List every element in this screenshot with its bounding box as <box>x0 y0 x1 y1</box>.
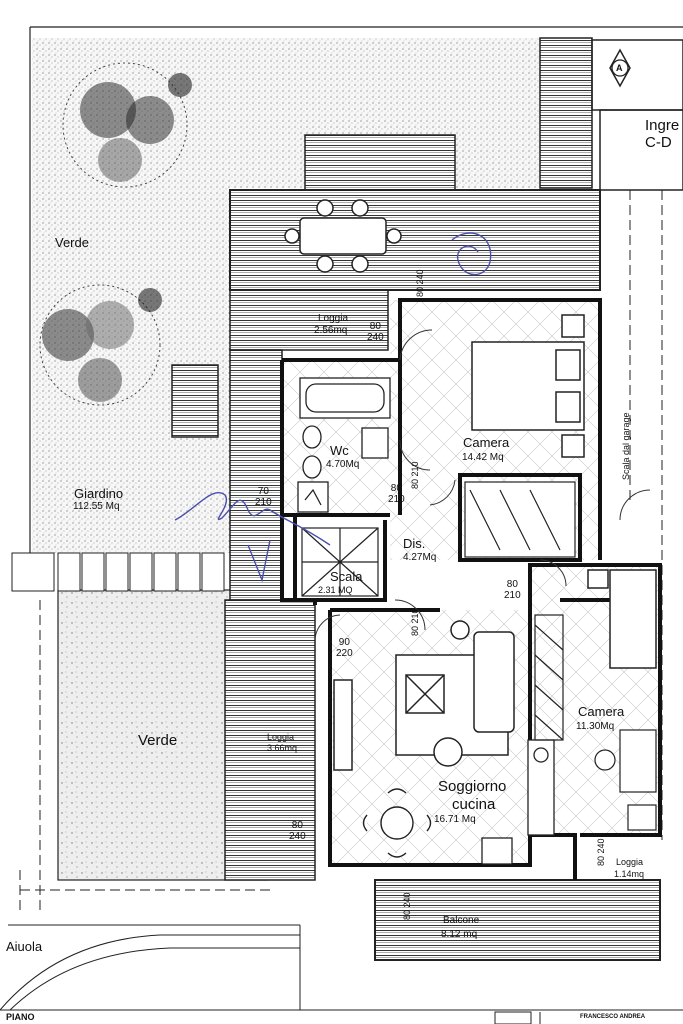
label-ingresso-2: C-D <box>645 134 672 151</box>
footer-left: PIANO <box>6 1012 35 1022</box>
label-scala-garage: Scala dal garage <box>621 412 631 480</box>
label-wc-area: 4.70Mq <box>326 459 360 470</box>
site-frame <box>0 26 683 1011</box>
closet-right <box>534 614 564 741</box>
label-loggia-right: Loggia <box>616 857 644 867</box>
label-soggiorno-cucina: cucina <box>452 796 496 813</box>
staircase <box>301 527 379 597</box>
label-camera-small: Camera <box>578 704 625 719</box>
door-dim-4: 80 210 <box>410 461 420 489</box>
double-bed <box>471 314 585 458</box>
door-dim-6: 80 210 <box>410 608 420 636</box>
living-furniture <box>333 620 515 771</box>
bathroom-fixtures <box>297 377 391 513</box>
label-soggiorno: Soggiorno <box>438 778 507 795</box>
planter <box>171 364 219 438</box>
footer-stamps <box>494 1011 541 1024</box>
door-dim-10: 80 240 <box>596 838 606 866</box>
label-wc: Wc <box>330 443 349 458</box>
label-giardino-area: 112.55 Mq <box>73 501 120 512</box>
door-swings <box>314 329 651 641</box>
entrance-marker <box>609 48 631 88</box>
label-scala: Scala <box>330 569 363 584</box>
label-balcone: Balcone <box>443 915 480 926</box>
label-aiuola: Aiuola <box>6 939 43 954</box>
label-loggia-top: Loggia <box>318 313 349 324</box>
aiuola-curves <box>0 925 301 1011</box>
label-verde-bottom: Verde <box>138 732 178 749</box>
marker-letter: A <box>616 63 623 73</box>
walls <box>280 298 662 880</box>
footer-right: FRANCESCO ANDREA <box>580 1014 646 1020</box>
dining-table <box>362 788 432 858</box>
label-scala-area: 2.31 MQ <box>318 585 353 595</box>
label-loggia-left: Loggia <box>267 732 295 742</box>
tree-top <box>62 62 192 188</box>
label-camera-small-area: 11.30Mq <box>576 721 615 732</box>
stepping-stones <box>11 552 225 592</box>
label-loggia-left-area: 3.66mq <box>267 743 298 753</box>
single-bed <box>587 569 657 669</box>
entrance-block <box>591 39 683 191</box>
desk <box>594 729 657 831</box>
door-dim-9: 80 240 <box>402 892 412 920</box>
signature-scribble <box>174 232 492 583</box>
label-verde-top: Verde <box>55 235 89 250</box>
label-balcone-area: 8.12 mq <box>441 929 478 940</box>
label-soggiorno-area: 16.71 Mq <box>434 814 476 825</box>
label-camera-main-area: 14.42 Mq <box>462 452 504 463</box>
outdoor-table <box>284 199 402 273</box>
label-loggia-top-area: 2.56mq <box>314 325 348 336</box>
label-camera-main: Camera <box>463 435 510 450</box>
door-dim-8: 80 240 <box>415 269 425 297</box>
label-giardino: Giardino <box>74 486 124 501</box>
wardrobe <box>464 481 576 558</box>
label-dis-area: 4.27Mq <box>403 552 437 563</box>
label-loggia-right-area: 1.14mq <box>614 869 645 879</box>
label-dis: Dis. <box>403 536 426 551</box>
tree-middle <box>39 284 162 406</box>
label-ingresso-1: Ingre <box>645 117 680 134</box>
